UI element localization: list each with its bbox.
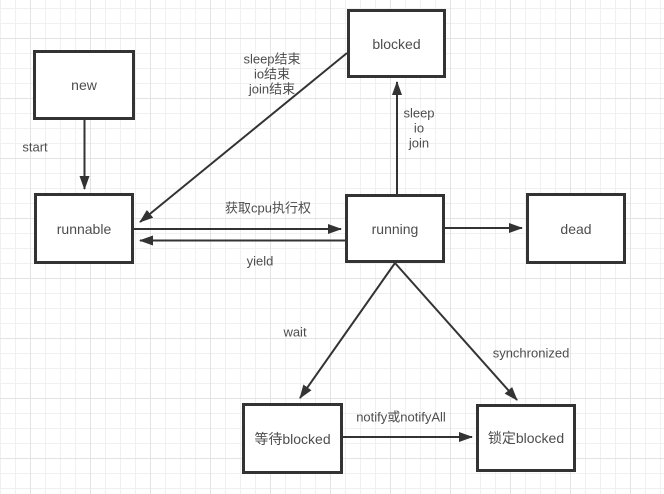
edge-label-notify: notify或notifyAll — [356, 409, 446, 425]
edge-label-acquire-cpu: 获取cpu执行权 — [225, 200, 311, 216]
node-new-label: new — [71, 77, 97, 93]
node-blocked[interactable]: blocked — [347, 9, 446, 78]
node-wait-blocked-label: 等待blocked — [254, 430, 331, 447]
node-wait-blocked[interactable]: 等待blocked — [242, 403, 343, 474]
edge-label-sleep-io-join: sleep io join — [403, 105, 435, 151]
node-running[interactable]: running — [345, 194, 445, 263]
node-dead-label: dead — [560, 220, 592, 237]
edge-label-start: start — [22, 139, 48, 155]
node-runnable-label: runnable — [56, 220, 112, 237]
node-lock-blocked[interactable]: 锁定blocked — [476, 404, 576, 472]
edge-label-wait: wait — [283, 324, 307, 340]
edge-label-yield: yield — [246, 253, 274, 269]
edge-label-synchronized: synchronized — [492, 345, 570, 361]
node-dead[interactable]: dead — [526, 193, 626, 264]
edge-wait-line[interactable] — [299, 262, 396, 399]
node-blocked-label: blocked — [372, 35, 421, 52]
node-runnable[interactable]: runnable — [34, 193, 134, 264]
node-lock-blocked-label: 锁定blocked — [487, 430, 565, 446]
node-running-label: running — [371, 220, 419, 237]
node-new[interactable]: new — [33, 50, 135, 120]
edge-synchronized-line[interactable] — [394, 262, 518, 401]
edge-blocked-end-line[interactable] — [139, 52, 348, 223]
edge-label-blocked-end: sleep结束 io结束 join结束 — [243, 51, 301, 97]
